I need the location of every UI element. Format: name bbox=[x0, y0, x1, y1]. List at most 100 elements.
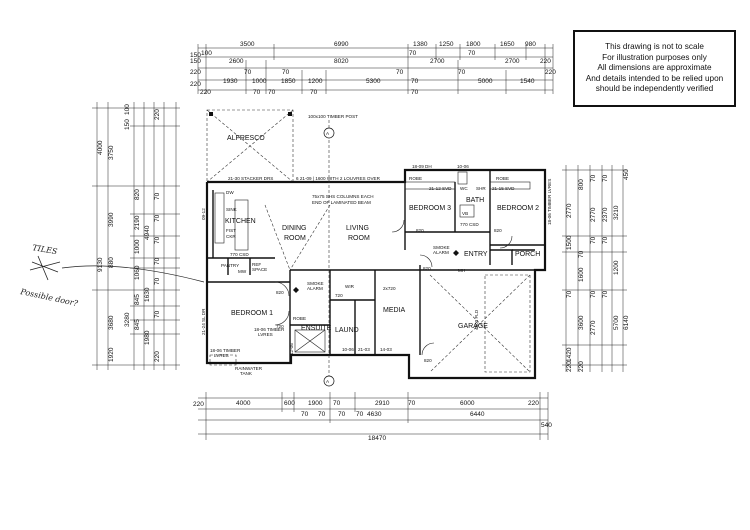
note-smoke-alarm-1b: ALARM bbox=[307, 286, 323, 291]
bottom-dim-value: 4630 bbox=[367, 411, 382, 418]
room-kitchen: KITCHEN bbox=[225, 218, 256, 225]
disclaimer-box: This drawing is not to scale For illustr… bbox=[573, 30, 736, 107]
room-living-1: LIVING bbox=[346, 225, 369, 232]
note-columns-1: 75x75 SHS COLUMNS EACH bbox=[312, 194, 374, 199]
top-dim-value: 5300 bbox=[366, 78, 381, 85]
note-rainwater-1: RAINWATER bbox=[235, 366, 263, 371]
right-dim-value: 2770 bbox=[590, 320, 597, 335]
top-dim-value: 1930 bbox=[223, 78, 238, 85]
top-dim-value: 70 bbox=[282, 69, 290, 76]
building-walls bbox=[205, 109, 547, 387]
left-dim-value: 70 bbox=[154, 310, 161, 318]
note-timber-lvres-1b: LVRES bbox=[258, 332, 273, 337]
room-bedroom-1: BEDROOM 1 bbox=[231, 310, 273, 317]
annotation-possible-door: Possible door? bbox=[19, 287, 80, 308]
top-dim-value: 70 bbox=[268, 89, 276, 96]
note-door-720: 720 bbox=[335, 293, 343, 298]
top-dim-value: 8020 bbox=[334, 58, 349, 65]
bottom-dim-row3-right: 540 bbox=[541, 422, 552, 429]
note-cooker: CKR bbox=[226, 234, 236, 239]
top-dim-row2-left: 150 bbox=[190, 58, 201, 65]
right-dim-value: 450 bbox=[623, 169, 630, 180]
section-marker-bottom: A bbox=[326, 379, 330, 384]
note-robe-b1: ROBE bbox=[293, 316, 306, 321]
left-dim-value: 3280 bbox=[124, 312, 131, 327]
right-dim-value: 1600 bbox=[578, 267, 585, 282]
note-window-laundry-3: 14-03 bbox=[380, 347, 392, 352]
top-dim-value: 220 bbox=[200, 89, 211, 96]
left-dim-value: 220 bbox=[154, 351, 161, 362]
note-timber-lvres-2a: 18-06 TIMBER bbox=[210, 348, 241, 353]
right-dim-value: 2770 bbox=[590, 207, 597, 222]
left-dim-value: 70 bbox=[154, 277, 161, 285]
room-living-2: ROOM bbox=[348, 235, 370, 242]
left-dim-value: 4000 bbox=[97, 140, 104, 155]
right-dimensions: 450 6140 3210 1200 5700 800 2370 1420 22… bbox=[562, 165, 630, 372]
room-alfresco: ALFRESCO bbox=[227, 135, 265, 142]
right-dim-value: 70 bbox=[590, 290, 597, 298]
note-ref-1: REF bbox=[252, 262, 261, 267]
note-wir: WIR bbox=[345, 284, 355, 289]
bottom-dim-value: 70 bbox=[318, 411, 326, 418]
note-fist: FIST bbox=[226, 228, 236, 233]
left-dim-value: 70 bbox=[154, 192, 161, 200]
left-dimensions: 4000 9130 3680 3750 3990 880 1920 100 15… bbox=[92, 102, 180, 370]
top-dim-value: 70 bbox=[253, 89, 261, 96]
right-dim-value: 220 bbox=[566, 361, 573, 372]
left-dim-value: 4940 bbox=[144, 225, 151, 240]
right-dim-value: 800 bbox=[578, 179, 585, 190]
note-csd-bed3: 770 CSD bbox=[460, 222, 479, 227]
bottom-dim-total: 18470 bbox=[368, 435, 386, 442]
bottom-dim-value: 6000 bbox=[460, 400, 475, 407]
left-dim-value: 70 bbox=[154, 214, 161, 222]
note-timber-lvres-2b: LVRES bbox=[214, 353, 229, 358]
bottom-dim-value: 70 bbox=[333, 400, 341, 407]
note-vanity: VB bbox=[462, 211, 468, 216]
bottom-dim-value: 70 bbox=[356, 411, 364, 418]
top-dim-value: 70 bbox=[409, 50, 417, 57]
bottom-dim-value: 600 bbox=[284, 400, 295, 407]
note-wc: WC bbox=[460, 186, 468, 191]
top-dim-value: 1800 bbox=[466, 41, 481, 48]
disclaimer-line: This drawing is not to scale bbox=[605, 42, 704, 52]
room-ensuite: ENSUITE bbox=[301, 325, 332, 332]
note-door-820: 820 bbox=[424, 358, 432, 363]
left-dim-value: 2190 bbox=[134, 215, 141, 230]
top-dim-value: 220 bbox=[540, 58, 551, 65]
left-dim-value: 220 bbox=[154, 109, 161, 120]
note-smoke-alarm-2a: SMOKE bbox=[433, 245, 450, 250]
note-microwave: MW bbox=[238, 269, 247, 274]
note-dishwasher: DW bbox=[226, 190, 234, 195]
left-dim-value: 1980 bbox=[144, 330, 151, 345]
bottom-dim-value: 4000 bbox=[236, 400, 251, 407]
room-bedroom-2: BEDROOM 2 bbox=[497, 205, 539, 212]
note-smoke-alarm-1a: SMOKE bbox=[307, 281, 324, 286]
drawing-notes: 100x100 TIMBER POST 21-30 STACKER DRS 6 … bbox=[201, 114, 552, 376]
top-dim-value: 2700 bbox=[505, 58, 520, 65]
top-dim-value: 1200 bbox=[308, 78, 323, 85]
right-dim-value: 2370 bbox=[602, 207, 609, 222]
right-dim-value: 70 bbox=[602, 174, 609, 182]
top-dim-value: 1380 bbox=[413, 41, 428, 48]
left-dim-value: 70 bbox=[154, 257, 161, 265]
note-shower: SHR bbox=[476, 186, 486, 191]
right-dim-value: 5700 bbox=[613, 315, 620, 330]
right-dim-value: 220 bbox=[578, 361, 585, 372]
top-dim-value: 2600 bbox=[229, 58, 244, 65]
left-dim-value: 1000 bbox=[134, 239, 141, 254]
right-dim-value: 1420 bbox=[566, 347, 573, 362]
room-dining-1: DINING bbox=[282, 225, 307, 232]
note-door-820: 820 bbox=[494, 228, 502, 233]
note-rainwater-2: TANK bbox=[240, 371, 253, 376]
note-smoke-alarm-2b: ALARM bbox=[433, 250, 449, 255]
note-csd-770: 770 CSD bbox=[230, 252, 249, 257]
top-dim-row4-left: 220 bbox=[190, 81, 201, 88]
note-sink: SINK bbox=[226, 207, 238, 212]
right-dim-value: 6140 bbox=[623, 315, 630, 330]
right-dim-value: 70 bbox=[566, 290, 573, 298]
room-bath: BATH bbox=[466, 197, 484, 204]
top-dim-value: 1000 bbox=[252, 78, 267, 85]
left-dim-value: 3680 bbox=[108, 315, 115, 330]
right-dim-value: 3210 bbox=[613, 205, 620, 220]
